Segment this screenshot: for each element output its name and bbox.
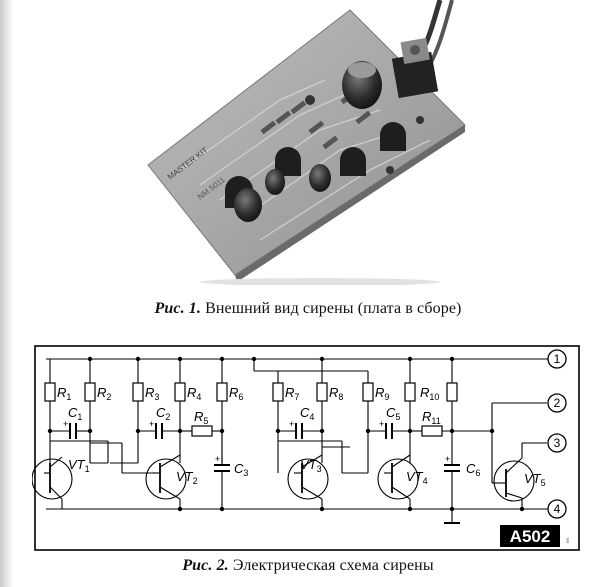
label-r11: R11 <box>422 409 441 426</box>
label-r9: R9 <box>375 385 389 402</box>
figure-1-caption-lead: Рис. 1. <box>154 300 202 317</box>
label-r5: R5 <box>194 409 208 426</box>
c3-plus: + <box>215 454 220 464</box>
label-vt3: VT3 <box>300 457 322 474</box>
terminal-4-label: 4 <box>554 502 561 516</box>
label-r2: R2 <box>97 385 111 402</box>
scan-edge-shadow <box>0 0 14 587</box>
c2-plus: + <box>149 419 154 429</box>
label-c4: C4 <box>300 405 314 422</box>
label-vt5: VT5 <box>524 471 546 488</box>
siren-schematic: 1 2 3 4 R1 R2 R3 R4 R5 R6 R7 R8 R9 R10 R… <box>32 345 580 551</box>
badge-box <box>500 525 560 547</box>
label-c5: C5 <box>386 405 400 422</box>
label-vt2: VT2 <box>176 469 198 486</box>
label-r1: R1 <box>57 385 71 402</box>
label-r8: R8 <box>329 385 343 402</box>
label-c6: C6 <box>466 461 480 478</box>
figure-2-caption-text: Электрическая схема сирены <box>228 557 434 574</box>
label-r10: R10 <box>420 385 439 402</box>
label-r3: R3 <box>145 385 159 402</box>
label-r7: R7 <box>285 385 299 402</box>
figure-1-caption-text: Внешний вид сирены (плата в сборе) <box>201 300 462 317</box>
figure-2-caption: Рис. 2. Электрическая схема сирены <box>8 557 600 575</box>
label-r6: R6 <box>229 385 243 402</box>
figure-2-caption-lead: Рис. 2. <box>182 557 229 574</box>
terminal-1-label: 1 <box>554 352 561 366</box>
c4-plus: + <box>289 419 294 429</box>
terminal-3-label: 3 <box>554 436 561 450</box>
label-c2: C2 <box>156 405 170 422</box>
label-c1: C1 <box>68 405 82 422</box>
terminal-2-label: 2 <box>554 396 561 410</box>
board-photo: MASTER KIT NM 5011 <box>147 0 466 285</box>
c1-plus: + <box>63 419 68 429</box>
label-vt4: VT4 <box>406 469 428 486</box>
c6-plus: + <box>445 454 450 464</box>
label-r4: R4 <box>187 385 201 402</box>
c5-plus: + <box>379 419 384 429</box>
label-vt1: VT1 <box>68 457 90 474</box>
label-c3: C3 <box>234 461 248 478</box>
side-mark: ᴿᴿᴵ <box>566 537 572 543</box>
figure-1-caption: Рис. 1. Внешний вид сирены (плата в сбор… <box>8 300 600 318</box>
badge-a502: A502 <box>510 527 551 546</box>
